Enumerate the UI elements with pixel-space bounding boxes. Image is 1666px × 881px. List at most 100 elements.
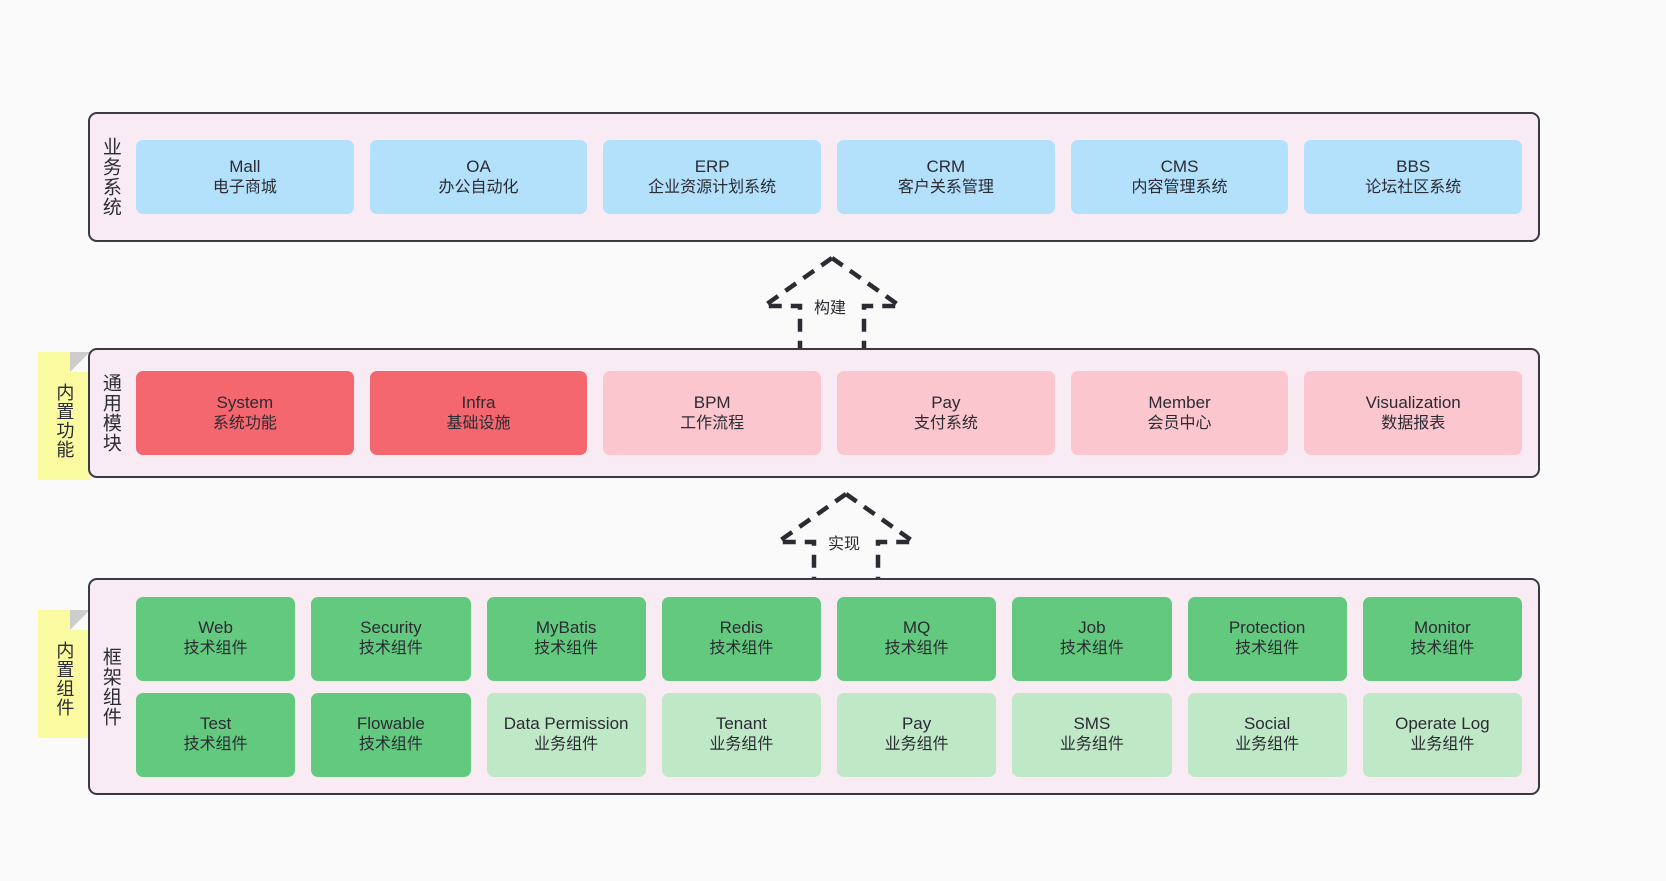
node-job[interactable]: Job 技术组件 (1012, 596, 1172, 681)
node-protection-cn: 技术组件 (1235, 640, 1300, 658)
node-sms[interactable]: SMS 业务组件 (1012, 692, 1172, 777)
node-pay-component[interactable]: Pay 业务组件 (837, 692, 997, 777)
node-social[interactable]: Social 业务组件 (1187, 692, 1347, 777)
common-modules-row: System 系统功能 Infra 基础设施 BPM 工作流程 Pay 支付系统… (136, 371, 1523, 455)
node-system[interactable]: System 系统功能 (136, 371, 354, 455)
node-monitor-cn: 技术组件 (1410, 640, 1475, 658)
node-member-en: Member (1148, 392, 1211, 412)
node-pay-component-cn: 业务组件 (884, 736, 949, 754)
node-mall[interactable]: Mall 电子商城 (136, 140, 354, 214)
layer-title-business-system: 业务系统 (99, 137, 121, 217)
layer-common-modules: 通用模块 System 系统功能 Infra 基础设施 BPM 工作流程 Pay… (88, 348, 1540, 478)
node-cms[interactable]: CMS 内容管理系统 (1070, 140, 1289, 214)
node-redis-cn: 技术组件 (709, 640, 774, 658)
node-system-en: System (216, 392, 274, 412)
implement-arrow-icon (770, 492, 922, 586)
node-tenant[interactable]: Tenant 业务组件 (661, 692, 821, 777)
node-redis-en: Redis (719, 618, 764, 638)
node-security[interactable]: Security 技术组件 (311, 596, 471, 681)
node-mq-cn: 技术组件 (884, 640, 949, 658)
sticky-note-builtin-features-label: 内置功能 (54, 383, 75, 459)
node-erp-en: ERP (694, 156, 730, 176)
node-pay-module-cn: 支付系统 (913, 414, 978, 432)
layer-title-common-modules: 通用模块 (99, 373, 121, 453)
node-test[interactable]: Test 技术组件 (136, 692, 296, 777)
node-visualization-cn: 数据报表 (1381, 414, 1446, 432)
sticky-note-builtin-components-label: 内置组件 (54, 641, 75, 717)
node-mall-en: Mall (229, 156, 261, 176)
node-bpm[interactable]: BPM 工作流程 (603, 371, 822, 455)
connector-implement-arrow: 实现 (766, 490, 926, 586)
node-visualization-en: Visualization (1365, 392, 1461, 412)
layer-body-common-modules: System 系统功能 Infra 基础设施 BPM 工作流程 Pay 支付系统… (130, 350, 1538, 476)
node-data-permission-en: Data Permission (503, 714, 629, 734)
node-infra-en: Infra (461, 392, 496, 412)
node-visualization[interactable]: Visualization 数据报表 (1304, 371, 1523, 455)
node-infra-cn: 基础设施 (446, 414, 511, 432)
node-crm-cn: 客户关系管理 (897, 178, 994, 196)
layer-body-framework-components: Web 技术组件 Security 技术组件 MyBatis 技术组件 Redi… (130, 580, 1538, 793)
node-operate-log-cn: 业务组件 (1410, 736, 1475, 754)
node-tenant-cn: 业务组件 (709, 736, 774, 754)
node-crm-en: CRM (926, 156, 966, 176)
node-bbs-en: BBS (1396, 156, 1431, 176)
node-job-en: Job (1078, 618, 1106, 638)
node-bbs[interactable]: BBS 论坛社区系统 (1304, 140, 1523, 214)
connector-build-label: 构建 (814, 300, 847, 317)
node-flowable[interactable]: Flowable 技术组件 (311, 692, 471, 777)
node-erp-cn: 企业资源计划系统 (648, 178, 777, 196)
node-oa-en: OA (466, 156, 491, 176)
business-system-row: Mall 电子商城 OA 办公自动化 ERP 企业资源计划系统 CRM 客户关系… (136, 140, 1523, 214)
build-arrow-icon (756, 256, 908, 350)
layer-title-framework-components: 框架组件 (99, 646, 121, 727)
node-crm[interactable]: CRM 客户关系管理 (837, 140, 1055, 214)
node-test-en: Test (200, 714, 232, 734)
node-operate-log-en: Operate Log (1395, 714, 1490, 734)
node-protection[interactable]: Protection 技术组件 (1187, 596, 1347, 681)
node-bpm-cn: 工作流程 (680, 414, 745, 432)
node-tenant-en: Tenant (715, 714, 767, 734)
node-pay-component-en: Pay (901, 714, 932, 734)
node-web[interactable]: Web 技术组件 (136, 596, 296, 681)
node-redis[interactable]: Redis 技术组件 (661, 596, 821, 681)
node-mq-en: MQ (902, 618, 931, 638)
node-mq[interactable]: MQ 技术组件 (837, 596, 997, 681)
node-infra[interactable]: Infra 基础设施 (369, 371, 588, 455)
layer-body-business-system: Mall 电子商城 OA 办公自动化 ERP 企业资源计划系统 CRM 客户关系… (130, 114, 1538, 240)
connector-build-arrow: 构建 (752, 254, 912, 350)
node-security-cn: 技术组件 (358, 640, 423, 658)
framework-tech-row: Web 技术组件 Security 技术组件 MyBatis 技术组件 Redi… (136, 596, 1522, 681)
sticky-note-builtin-components: 内置组件 (38, 610, 90, 738)
layer-framework-components: 框架组件 Web 技术组件 Security 技术组件 MyBatis 技术组件… (88, 578, 1540, 795)
node-web-cn: 技术组件 (183, 640, 248, 658)
node-sms-cn: 业务组件 (1059, 736, 1124, 754)
node-mall-cn: 电子商城 (212, 178, 277, 196)
node-data-permission[interactable]: Data Permission 业务组件 (486, 692, 646, 777)
node-test-cn: 技术组件 (183, 736, 248, 754)
node-job-cn: 技术组件 (1059, 640, 1124, 658)
node-flowable-en: Flowable (356, 714, 425, 734)
node-mybatis-en: MyBatis (535, 618, 597, 638)
node-social-en: Social (1243, 714, 1291, 734)
node-member-cn: 会员中心 (1147, 414, 1212, 432)
node-bpm-en: BPM (693, 392, 731, 412)
node-monitor[interactable]: Monitor 技术组件 (1362, 596, 1522, 681)
node-cms-cn: 内容管理系统 (1131, 178, 1228, 196)
node-social-cn: 业务组件 (1235, 736, 1300, 754)
node-cms-en: CMS (1160, 156, 1199, 176)
sticky-note-builtin-features: 内置功能 (38, 352, 90, 480)
node-erp[interactable]: ERP 企业资源计划系统 (603, 140, 822, 214)
node-flowable-cn: 技术组件 (358, 736, 423, 754)
node-bbs-cn: 论坛社区系统 (1365, 178, 1462, 196)
node-pay-module[interactable]: Pay 支付系统 (837, 371, 1055, 455)
node-oa-cn: 办公自动化 (438, 178, 519, 196)
layer-business-system: 业务系统 Mall 电子商城 OA 办公自动化 ERP 企业资源计划系统 CRM… (88, 112, 1540, 242)
node-data-permission-cn: 业务组件 (534, 736, 599, 754)
node-sms-en: SMS (1073, 714, 1111, 734)
node-oa[interactable]: OA 办公自动化 (369, 140, 588, 214)
node-member[interactable]: Member 会员中心 (1070, 371, 1289, 455)
node-pay-module-en: Pay (931, 392, 961, 412)
node-operate-log[interactable]: Operate Log 业务组件 (1362, 692, 1522, 777)
node-mybatis[interactable]: MyBatis 技术组件 (486, 596, 646, 681)
